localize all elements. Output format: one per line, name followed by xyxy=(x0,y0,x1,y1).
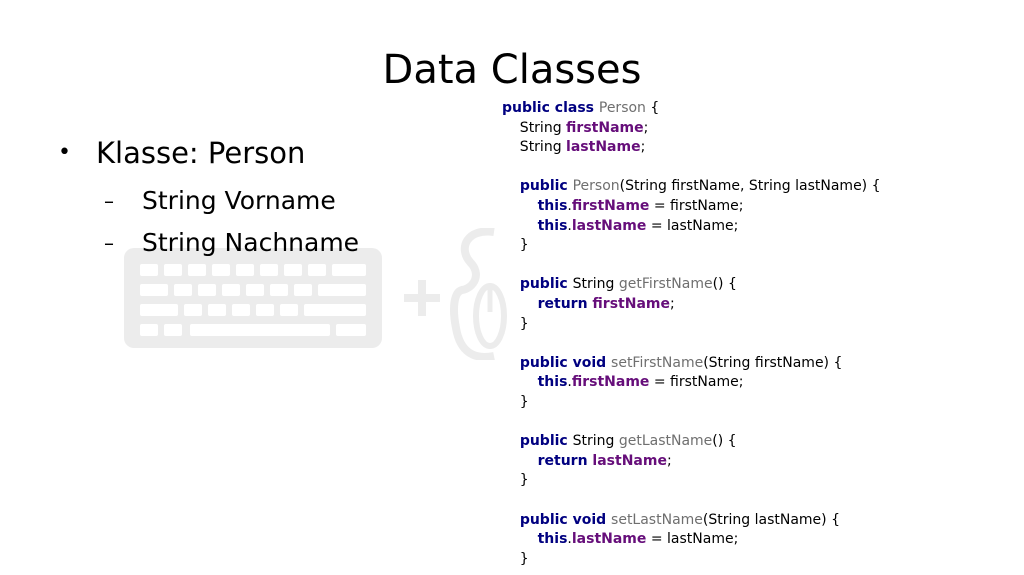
code-text xyxy=(502,178,520,194)
code-line: public String getFirstName() { xyxy=(502,275,737,295)
code-text: (String firstName, String lastName) { xyxy=(619,178,881,195)
code-text: String xyxy=(502,139,567,156)
code-text: String xyxy=(502,119,567,136)
code-text: (String lastName) { xyxy=(702,511,840,528)
code-text: { xyxy=(645,100,660,116)
code-line: this.lastName = lastName; xyxy=(502,217,739,237)
bullet-marker: • xyxy=(58,140,71,165)
code-line: public void setFirstName(String firstNam… xyxy=(502,354,843,374)
code-text: = lastName; xyxy=(646,531,739,548)
code-text: ; xyxy=(643,119,649,136)
code-line: } xyxy=(502,236,529,256)
code-line: public String getLastName() { xyxy=(502,432,737,452)
slide-title: Data Classes xyxy=(382,47,642,93)
code-keyword: this xyxy=(537,531,568,548)
code-text: . xyxy=(567,374,572,391)
code-text: ; xyxy=(640,139,646,156)
code-line: this.lastName = lastName; xyxy=(502,530,739,550)
keyboard-mouse-icon xyxy=(124,228,507,360)
code-text xyxy=(502,198,538,214)
code-line: } xyxy=(502,315,529,335)
code-text: String xyxy=(572,433,619,450)
code-text: . xyxy=(567,198,572,214)
code-text xyxy=(502,433,520,449)
code-field: lastName xyxy=(571,531,647,548)
code-line: } xyxy=(502,550,529,570)
bullet-text: Klasse: Person xyxy=(96,136,306,170)
code-line: this.firstName = firstName; xyxy=(502,373,744,393)
code-field: firstName xyxy=(566,119,644,136)
code-name: getLastName xyxy=(618,433,713,450)
sub-bullet-text: String Nachname xyxy=(142,228,360,257)
sub-bullet-text: String Vorname xyxy=(142,186,336,215)
sub-bullet-marker: – xyxy=(104,231,114,255)
code-text: () { xyxy=(712,276,737,293)
code-text: = firstName; xyxy=(649,374,744,391)
code-text xyxy=(502,531,538,547)
code-text xyxy=(502,512,520,528)
code-keyword: public xyxy=(519,276,573,293)
code-line: } xyxy=(502,393,529,413)
code-text: ; xyxy=(666,452,672,469)
code-text: . xyxy=(567,217,572,234)
code-keyword: this xyxy=(537,374,568,391)
code-keyword: this xyxy=(537,198,568,214)
code-field: firstName xyxy=(592,296,670,312)
code-text: } xyxy=(502,550,529,567)
code-name: setFirstName xyxy=(611,354,704,371)
code-keyword: public void xyxy=(519,354,612,371)
code-line: return firstName; xyxy=(502,295,675,315)
code-field: lastName xyxy=(566,139,641,156)
code-keyword: return xyxy=(537,296,593,312)
code-keyword: public class xyxy=(502,100,599,116)
code-text: } xyxy=(502,394,529,410)
code-text xyxy=(502,218,538,234)
code-text: (String firstName) { xyxy=(703,354,843,371)
code-text: String xyxy=(572,276,619,293)
code-line: public void setLastName(String lastName)… xyxy=(502,511,840,531)
code-keyword: return xyxy=(537,452,593,469)
code-name: Person xyxy=(572,178,620,195)
code-text xyxy=(502,296,538,312)
code-name: getFirstName xyxy=(618,276,713,293)
code-text: = firstName; xyxy=(649,198,744,214)
code-name: Person xyxy=(598,100,646,116)
code-field: firstName xyxy=(571,374,650,391)
code-line: return lastName; xyxy=(502,452,672,472)
code-text: . xyxy=(567,531,572,548)
code-field: firstName xyxy=(571,198,650,214)
code-text: } xyxy=(502,237,529,254)
code-keyword: public xyxy=(519,178,573,195)
code-text xyxy=(502,374,538,390)
code-text xyxy=(502,453,538,469)
code-keyword: public void xyxy=(519,511,612,528)
code-line: public Person(String firstName, String l… xyxy=(502,177,881,197)
code-line: String firstName; xyxy=(502,119,649,139)
code-text: ; xyxy=(669,296,675,312)
sub-bullet-marker: – xyxy=(104,189,114,213)
code-text: = lastName; xyxy=(646,217,739,234)
code-line: this.firstName = firstName; xyxy=(502,197,744,217)
code-name: setLastName xyxy=(611,511,703,528)
code-field: lastName xyxy=(571,217,647,234)
code-text xyxy=(502,276,520,292)
code-text: } xyxy=(502,315,529,332)
code-line: } xyxy=(502,471,529,491)
code-keyword: this xyxy=(537,217,568,234)
code-text: } xyxy=(502,472,529,489)
code-text xyxy=(502,355,520,371)
code-keyword: public xyxy=(519,433,573,450)
code-field: lastName xyxy=(592,452,667,469)
code-text: () { xyxy=(712,433,737,450)
code-line: public class Person { xyxy=(502,99,659,119)
code-line: String lastName; xyxy=(502,138,646,158)
